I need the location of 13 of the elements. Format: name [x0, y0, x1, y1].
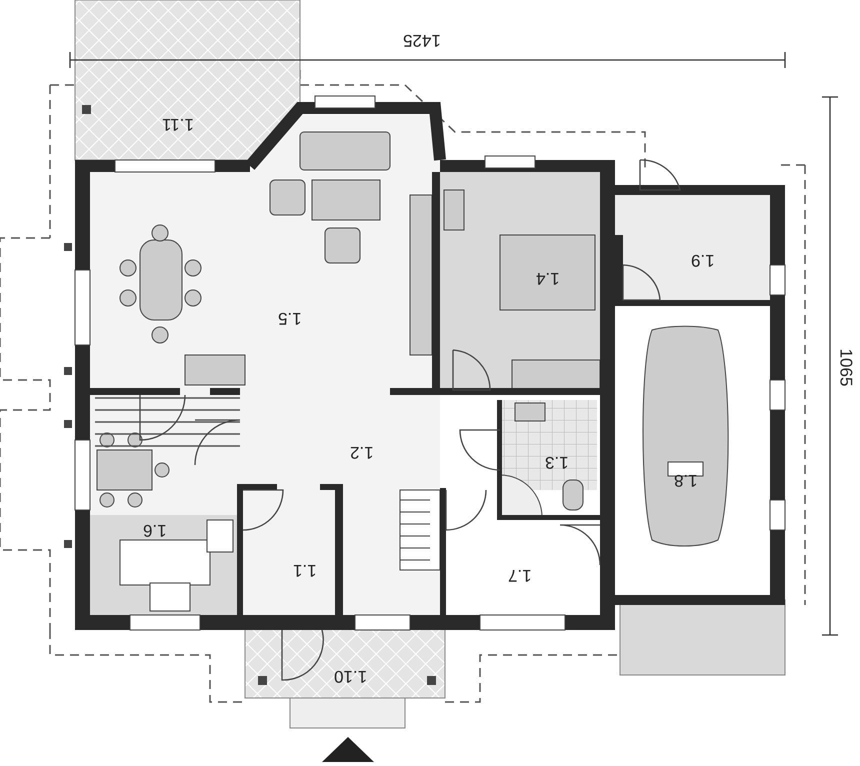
room-number: 1.7: [508, 566, 532, 584]
room-number: 1.10: [334, 668, 367, 684]
room-number: 1.1: [293, 562, 317, 578]
room-number: 1.6: [143, 522, 167, 538]
room-number: 1.5: [278, 310, 302, 326]
dimension-label: 1425: [403, 32, 441, 48]
room-number: 1.11: [162, 116, 194, 132]
room-number: 1.3: [545, 454, 569, 470]
room-number: 1.4: [536, 270, 560, 286]
room-number: 1.8: [674, 472, 698, 488]
room-number: 1.2: [350, 444, 374, 460]
dimension-label: 1065: [837, 348, 854, 386]
room-number: 1.9: [691, 252, 715, 268]
